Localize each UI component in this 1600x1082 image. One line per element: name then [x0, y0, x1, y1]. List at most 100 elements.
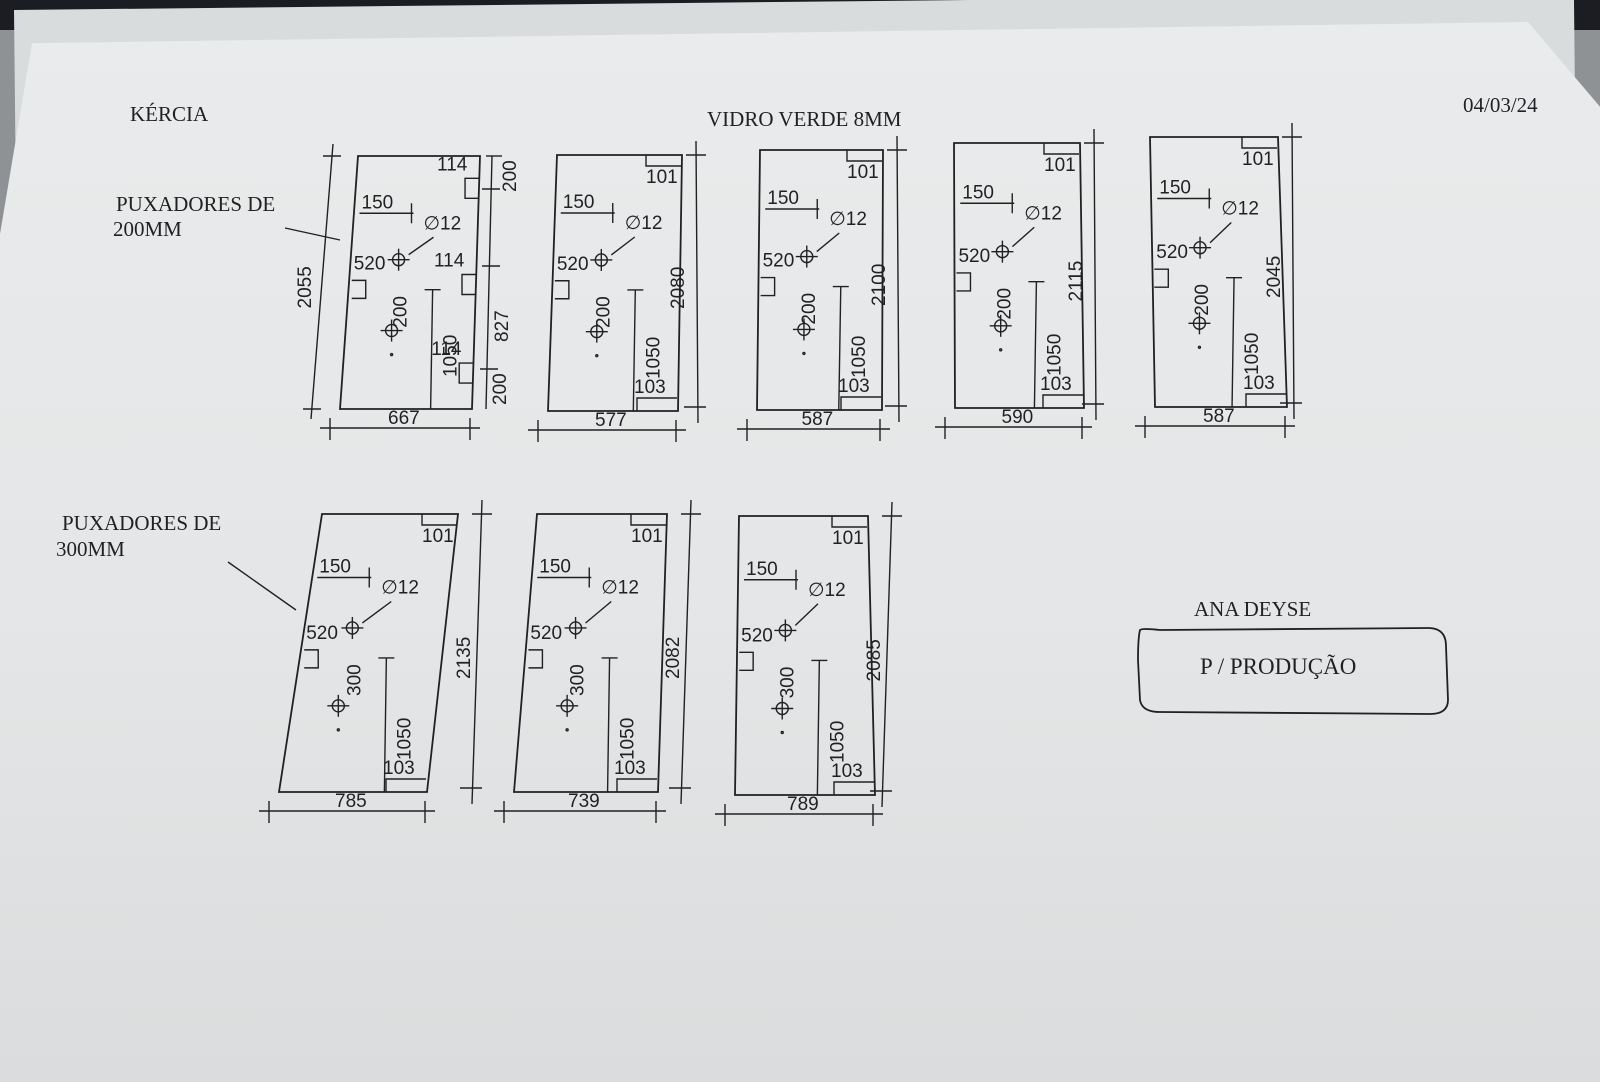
panel-5-corner-top-label: 101	[1242, 149, 1274, 170]
panel-1-notch-mid-label: 114	[434, 251, 465, 272]
panel-1-outline	[339, 155, 481, 410]
panel-4-dist-520-label: 520	[958, 246, 990, 267]
panel-6-handle-spacing-label: 300	[344, 664, 365, 696]
panel-1-hole-dot	[389, 352, 394, 357]
panel-6-corner-bottom-label: 103	[383, 758, 415, 779]
panel-2-handle-spacing-label: 200	[593, 296, 614, 328]
panel-8-bottom-notch	[833, 781, 874, 795]
panel-3-bottom-notch	[840, 396, 881, 410]
panel-3-outline	[756, 149, 884, 411]
panel-1-notch-bottom	[458, 362, 474, 384]
panel-7-offset-150-label: 150	[539, 557, 571, 578]
panel-7-handle-spacing-label: 300	[568, 664, 589, 696]
panel-8-dist-520-label: 520	[741, 625, 773, 646]
panel-7-height-label: 2082	[663, 637, 684, 679]
panel-7-hinge-bracket	[528, 649, 544, 669]
panel-1-notch-top	[464, 177, 480, 200]
group-label-300-leader	[227, 561, 297, 611]
panel-5-corner-bottom-label: 103	[1243, 373, 1275, 394]
panel-3-height-dim-line	[896, 135, 900, 423]
panel-3-corner-top-label: 101	[847, 162, 879, 183]
panel-1-top-edge-label: 200	[500, 160, 521, 192]
panel-6-height-label: 2135	[454, 637, 475, 679]
panel-8-dist-1050-line	[816, 660, 821, 796]
panel-6-top-notch	[421, 514, 457, 526]
panel-7-bottom-notch	[616, 778, 657, 792]
panel-8-height-dim-line	[881, 501, 893, 808]
panel-1-handle-spacing-label: 200	[391, 296, 412, 328]
panel-4-dist-1050-line	[1033, 281, 1038, 409]
panel-1-bottom-edge-label: 200	[490, 373, 511, 405]
panel-2-corner-bottom-label: 103	[634, 377, 666, 398]
panel-7-width-label: 739	[568, 791, 600, 812]
panel-4-width-label: 590	[1002, 407, 1034, 428]
group-label-300-line1: PUXADORES DE	[62, 511, 221, 535]
panel-3-handle-spacing-label: 200	[799, 293, 820, 325]
panel-1-dist-1050-label: 1050	[441, 335, 462, 377]
panel-2-height-dim-line	[695, 140, 699, 424]
panel-8-top-notch	[831, 516, 867, 528]
panel-2-outline	[547, 154, 683, 412]
panel-5-handle-spacing-label: 200	[1192, 284, 1213, 316]
panel-5-outline	[1149, 136, 1288, 408]
panel-3-hole-dia-label: ∅12	[829, 209, 867, 230]
panel-2-offset-150-label: 150	[563, 192, 595, 213]
panel-7-top-notch	[630, 514, 666, 526]
panel-4-dist-1050-label: 1050	[1044, 334, 1065, 376]
panel-1-right-dim-line	[485, 155, 493, 410]
technical-drawing: KÉRCIA VIDRO VERDE 8MM 04/03/24 PUXADORE…	[56, 93, 1538, 826]
panel-3-dist-1050-line	[838, 286, 842, 411]
panel-1-dist-520-label: 520	[354, 253, 386, 274]
panel-2-width-label: 577	[595, 410, 627, 431]
panel-8-hinge-bracket	[739, 651, 754, 672]
panel-6-offset-150-label: 150	[319, 557, 351, 578]
panel-8-corner-top-label: 101	[832, 528, 864, 549]
panels-layer: 114114114200827200150∅125202001050667205…	[259, 122, 1302, 826]
panel-4-handle-spacing-label: 200	[994, 288, 1015, 320]
panel-2-hole-leader	[610, 236, 636, 256]
panel-4-hole-dia-label: ∅12	[1024, 203, 1062, 224]
panel-2-hole-dot	[595, 353, 599, 358]
panel-7-corner-top-label: 101	[631, 526, 663, 547]
panel-1-mid-span-label: 827	[492, 310, 513, 342]
client-name: KÉRCIA	[130, 102, 209, 126]
panel-7-height-dim-line	[680, 499, 692, 805]
panel-1-hole-dia-label: ∅12	[424, 213, 462, 234]
panel-4-bottom-notch	[1042, 394, 1083, 408]
panel-4-hole-leader	[1011, 226, 1035, 248]
panel-5-hinge-bracket	[1154, 268, 1170, 288]
drawing-date: 04/03/24	[1463, 93, 1538, 117]
panel-2-bottom-notch	[636, 397, 677, 411]
panel-3-width-label: 587	[802, 409, 834, 430]
panel-5-bottom-notch	[1245, 393, 1286, 407]
panel-4-hole-dot	[998, 348, 1003, 352]
panel-1-notch-bottom-label: 114	[431, 339, 462, 360]
panel-6-corner-top-label: 101	[422, 526, 454, 547]
panel-4-hinge-bracket	[956, 272, 972, 292]
panel-2-dist-520-label: 520	[557, 254, 589, 275]
panel-7-dist-1050-line	[606, 657, 611, 793]
panel-6-dist-520-label: 520	[306, 623, 338, 644]
panel-8-dist-1050-label: 1050	[827, 721, 848, 763]
paper-sheet	[0, 22, 1600, 1082]
panel-5-hole-leader	[1209, 221, 1232, 244]
panel-5-hole-dot	[1197, 345, 1202, 349]
panel-1-width-label: 667	[388, 408, 420, 429]
panel-5-top-notch	[1241, 137, 1277, 149]
panel-3-hole-dot	[802, 351, 806, 356]
panel-6-outline	[277, 513, 460, 793]
panel-1-notch-mid	[461, 273, 476, 296]
panel-2-top-notch	[645, 155, 681, 167]
panel-2-hinge-bracket	[554, 280, 570, 300]
panel-6-hole-dia-label: ∅12	[381, 578, 419, 599]
panel-4-offset-150-label: 150	[962, 182, 994, 203]
panel-1-notch-top-label: 114	[437, 154, 468, 175]
panel-8-outline	[734, 515, 876, 796]
panel-7-corner-bottom-label: 103	[614, 758, 646, 779]
panel-8-offset-150-label: 150	[746, 559, 778, 580]
group-label-300-line2: 300MM	[56, 537, 125, 561]
panel-5-offset-150-label: 150	[1159, 178, 1191, 199]
panel-1-height-label: 2055	[295, 266, 316, 308]
panel-1-height-dim-line	[310, 143, 334, 420]
stamp-name: ANA DEYSE	[1194, 597, 1311, 621]
